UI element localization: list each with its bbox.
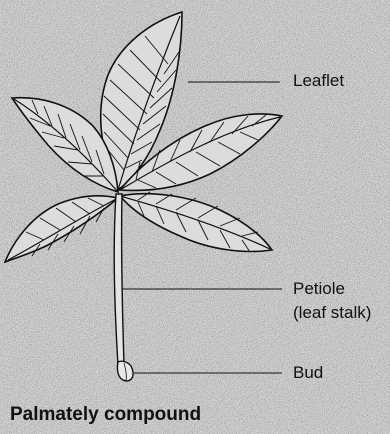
petiole-label: Petiole xyxy=(293,278,345,299)
diagram-caption: Palmately compound xyxy=(10,404,201,426)
leaflet-label: Leaflet xyxy=(293,70,344,91)
petiole-note-label: (leaf stalk) xyxy=(293,302,371,323)
bud-label: Bud xyxy=(293,362,323,383)
